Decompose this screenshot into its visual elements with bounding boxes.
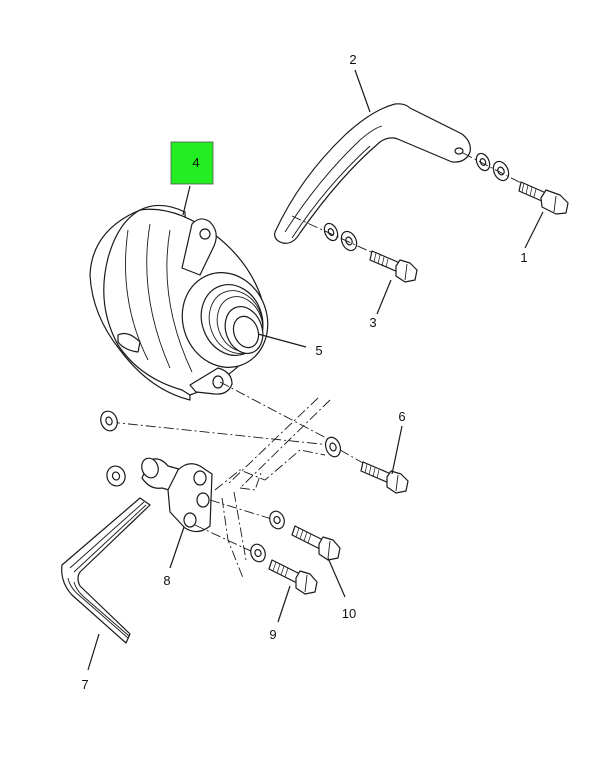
engine-bracket-phantom xyxy=(214,449,326,579)
callout-5[interactable]: 5 xyxy=(315,343,322,358)
callout-2[interactable]: 2 xyxy=(349,52,356,67)
bolt-10[interactable] xyxy=(291,525,341,561)
leader-8 xyxy=(169,526,185,569)
centerline-upper-diag-2 xyxy=(227,397,319,485)
washer-bolt-1-b[interactable] xyxy=(490,159,511,183)
washer-bolt-6-left[interactable] xyxy=(98,409,120,433)
centerline-bolt-6-b xyxy=(339,449,364,464)
bolt-9[interactable] xyxy=(268,559,318,595)
callout-4-highlight[interactable] xyxy=(170,141,214,185)
leader-5 xyxy=(257,333,307,348)
drive-belt[interactable] xyxy=(61,497,151,644)
bolt-6[interactable] xyxy=(360,461,409,494)
centerline-bolt-6 xyxy=(109,421,331,446)
centerline-bolt-1 xyxy=(462,152,522,184)
leader-7 xyxy=(87,633,100,671)
bolt-1[interactable] xyxy=(518,181,569,215)
leader-6 xyxy=(391,425,403,475)
washer-bolt-3-a[interactable] xyxy=(322,221,340,242)
leader-9 xyxy=(277,585,291,623)
leader-2 xyxy=(354,69,371,113)
centerline-upper-diag xyxy=(239,399,331,489)
callout-10[interactable]: 10 xyxy=(342,606,356,621)
leader-1 xyxy=(524,211,544,249)
alternator[interactable] xyxy=(89,204,281,401)
centerline-bolt-9 xyxy=(194,524,256,554)
bolt-3[interactable] xyxy=(369,250,418,283)
mounting-bracket[interactable] xyxy=(104,456,213,533)
adjusting-bracket[interactable] xyxy=(274,103,471,244)
callout-7[interactable]: 7 xyxy=(81,677,88,692)
washer-bolt-3-b[interactable] xyxy=(338,229,359,253)
washer-bolt-6-right[interactable] xyxy=(323,435,343,459)
centerline-bolt-3 xyxy=(291,215,374,254)
leader-3 xyxy=(376,279,392,315)
callout-6[interactable]: 6 xyxy=(398,409,405,424)
callout-8[interactable]: 8 xyxy=(163,573,170,588)
centerline-bolt-10 xyxy=(209,499,276,521)
centerline-alternator-pivot xyxy=(219,381,331,441)
washer-bolt-10[interactable] xyxy=(267,509,286,531)
pulley[interactable] xyxy=(191,276,272,364)
leader-10 xyxy=(327,557,346,598)
callout-9[interactable]: 9 xyxy=(269,627,276,642)
washer-bolt-9[interactable] xyxy=(248,542,267,564)
callout-4[interactable]: 4 xyxy=(192,155,199,170)
callout-1[interactable]: 1 xyxy=(520,250,527,265)
callout-3[interactable]: 3 xyxy=(369,315,376,330)
leader-4 xyxy=(182,185,191,216)
washer-bolt-1-a[interactable] xyxy=(474,151,492,172)
